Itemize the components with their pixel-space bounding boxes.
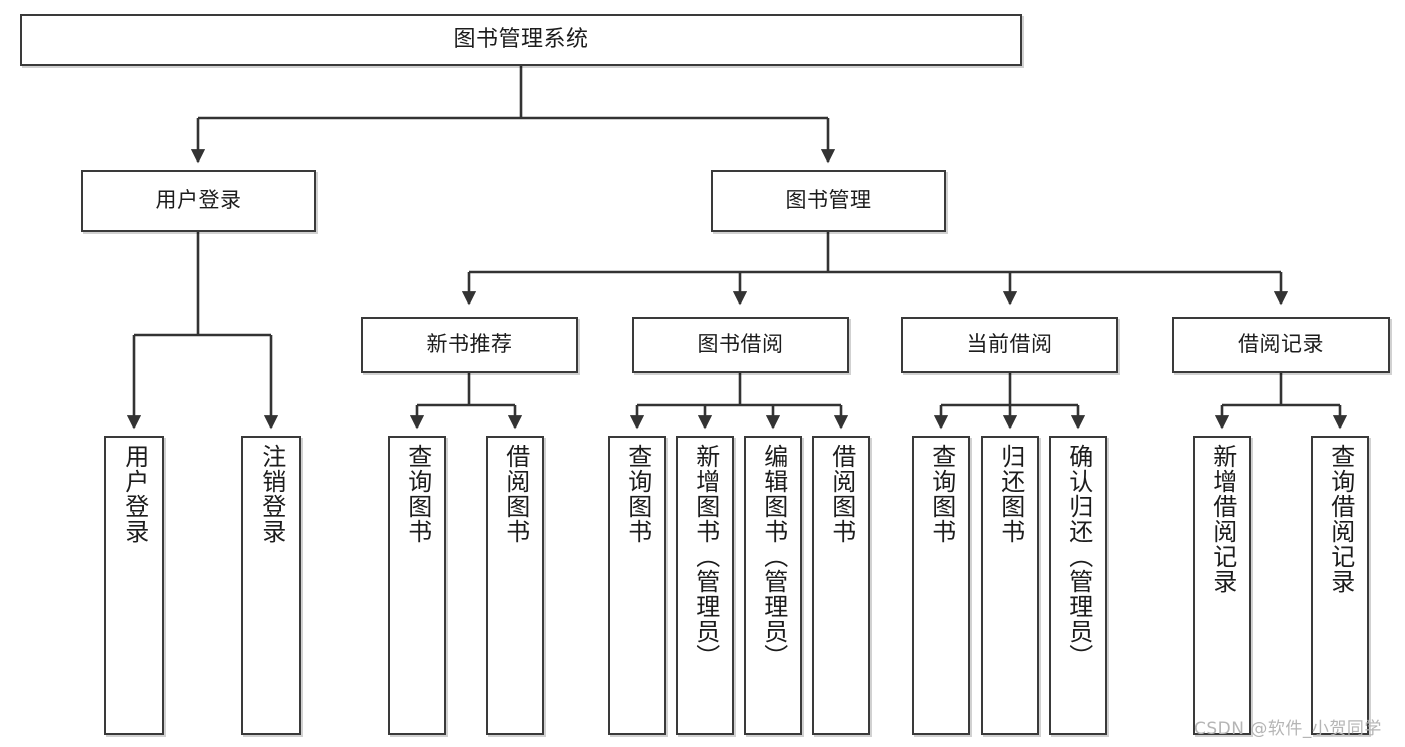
csdn-watermark: CSDN @软件_小贺同学: [1194, 719, 1382, 739]
node-book-management[interactable]: 图书管理: [711, 170, 946, 232]
leaf-user-login-logout-label: 注销登录: [257, 444, 286, 544]
node-user-login-label: 用户登录: [155, 188, 242, 213]
leaf-current-borrow-confirm-return[interactable]: 确认归还（管理员）: [1049, 436, 1107, 735]
leaf-user-login-logout[interactable]: 注销登录: [241, 436, 301, 735]
node-borrow-record-label: 借阅记录: [1238, 332, 1324, 357]
node-root-system-label: 图书管理系统: [453, 26, 589, 52]
leaf-current-borrow-confirm-return-label: 确认归还（管理员）: [1064, 444, 1093, 669]
leaf-user-login-login[interactable]: 用户登录: [104, 436, 164, 735]
node-root-system[interactable]: 图书管理系统: [20, 14, 1022, 66]
leaf-new-book-query[interactable]: 查询图书: [388, 436, 446, 735]
node-book-management-label: 图书管理: [785, 188, 872, 213]
leaf-current-borrow-return[interactable]: 归还图书: [981, 436, 1039, 735]
node-current-borrow-label: 当前借阅: [966, 332, 1053, 357]
node-book-borrow-label: 图书借阅: [697, 332, 784, 357]
leaf-current-borrow-query[interactable]: 查询图书: [912, 436, 970, 735]
leaf-book-borrow-borrow[interactable]: 借阅图书: [812, 436, 870, 735]
leaf-borrow-record-query[interactable]: 查询借阅记录: [1311, 436, 1369, 735]
leaf-book-borrow-borrow-label: 借阅图书: [827, 444, 856, 544]
leaf-new-book-borrow[interactable]: 借阅图书: [486, 436, 544, 735]
leaf-book-borrow-query[interactable]: 查询图书: [608, 436, 666, 735]
node-current-borrow[interactable]: 当前借阅: [901, 317, 1118, 373]
leaf-current-borrow-return-label: 归还图书: [996, 444, 1025, 544]
leaf-borrow-record-add-label: 新增借阅记录: [1208, 444, 1237, 594]
node-borrow-record[interactable]: 借阅记录: [1172, 317, 1390, 373]
leaf-book-borrow-add[interactable]: 新增图书（管理员）: [676, 436, 734, 735]
leaf-book-borrow-query-label: 查询图书: [623, 444, 652, 544]
node-new-book-recommend[interactable]: 新书推荐: [361, 317, 578, 373]
leaf-user-login-login-label: 用户登录: [120, 444, 149, 544]
leaf-borrow-record-query-label: 查询借阅记录: [1326, 444, 1355, 594]
leaf-book-borrow-edit[interactable]: 编辑图书（管理员）: [744, 436, 802, 735]
node-new-book-recommend-label: 新书推荐: [426, 332, 513, 357]
leaf-current-borrow-query-label: 查询图书: [927, 444, 956, 544]
leaf-book-borrow-edit-label: 编辑图书（管理员）: [759, 444, 788, 669]
node-user-login[interactable]: 用户登录: [81, 170, 316, 232]
node-book-borrow[interactable]: 图书借阅: [632, 317, 849, 373]
leaf-borrow-record-add[interactable]: 新增借阅记录: [1193, 436, 1251, 735]
leaf-new-book-borrow-label: 借阅图书: [501, 444, 530, 544]
leaf-book-borrow-add-label: 新增图书（管理员）: [691, 444, 720, 669]
leaf-new-book-query-label: 查询图书: [403, 444, 432, 544]
